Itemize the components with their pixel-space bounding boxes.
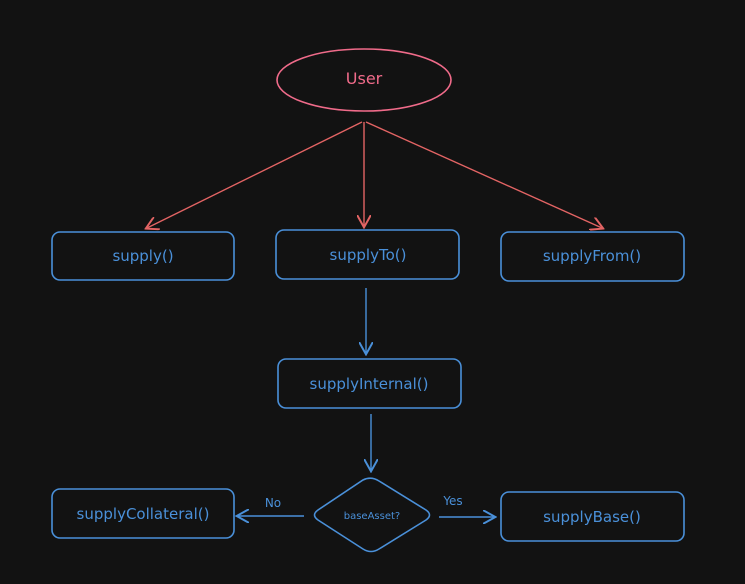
supplyFrom-label: supplyFrom() [543,247,641,265]
supply-node: supply() [51,231,235,281]
supplyBase-node: supplyBase() [500,491,685,542]
arrow-user-to-supplyFrom [365,121,602,228]
edge-label-no: No [265,496,281,510]
supplyTo-label: supplyTo() [330,246,407,264]
supplyBase-label: supplyBase() [543,508,641,526]
supplyFrom-node: supplyFrom() [500,231,685,282]
arrow-user-to-supply [147,121,363,228]
user-node: User [276,48,452,112]
supplyCollateral-node: supplyCollateral() [51,488,235,539]
supply-label: supply() [112,247,173,265]
supplyTo-node: supplyTo() [275,229,460,280]
supplyCollateral-label: supplyCollateral() [77,505,210,523]
decision-label: baseAsset? [344,511,400,522]
supplyInternal-label: supplyInternal() [310,375,429,393]
decision-node: baseAsset? [313,477,431,553]
edge-label-yes: Yes [442,494,462,508]
user-label: User [346,69,383,88]
supplyInternal-node: supplyInternal() [277,358,462,409]
